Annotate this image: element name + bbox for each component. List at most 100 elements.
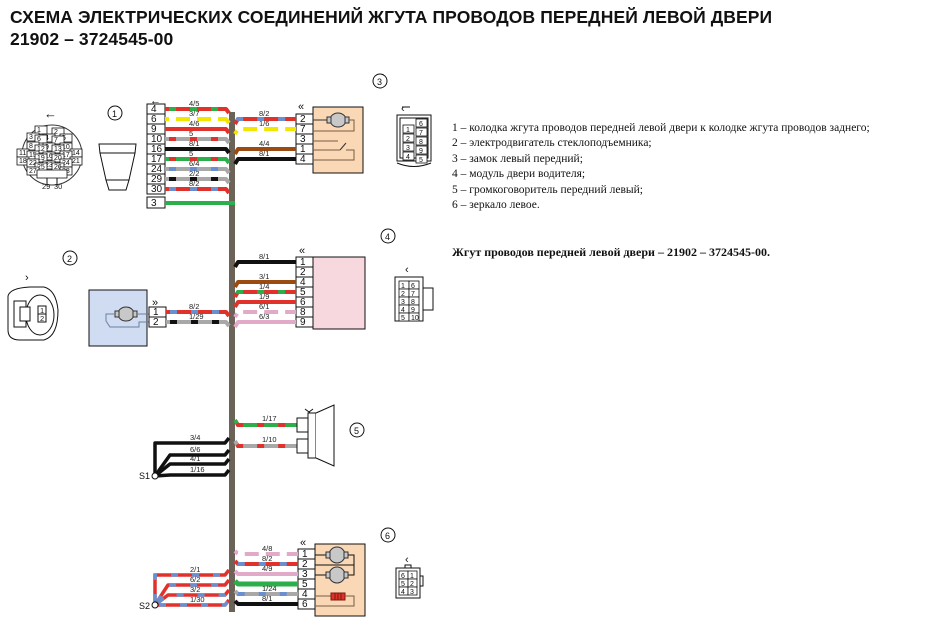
pin-number: 8 (300, 307, 306, 318)
splice-s2-label: S2 (139, 601, 150, 611)
wire (233, 439, 297, 448)
pin-number: 6 (151, 114, 157, 125)
wire-label: 1/6 (259, 119, 269, 128)
wire-label: 4/1 (190, 454, 200, 463)
connector-pin-number: 26 (54, 164, 62, 171)
connector-pin-cell (402, 142, 415, 152)
connector-pin-number: 2 (410, 581, 414, 588)
wire (233, 569, 298, 576)
direction-arrow-icon: ‹ (401, 103, 405, 115)
splice-s1-label: S1 (139, 471, 150, 481)
component-1: ← 12345678910111213141516171819202122232… (16, 95, 235, 209)
component-2: 2 › 1 2 » 12 8/21/29 (7, 250, 231, 347)
pin-number: 24 (151, 164, 163, 175)
wire-stripe (233, 127, 296, 136)
connector-pin-number: 10 (62, 144, 70, 151)
wire (153, 448, 231, 478)
wire-label: 8/2 (262, 554, 272, 563)
wire (165, 177, 231, 185)
component-5: 1/171/10 5 (233, 404, 365, 467)
connector-pin-number: 21 (72, 158, 80, 165)
callout-6-number: 6 (385, 531, 390, 541)
legend-item: 2 – электродвигатель стеклоподъемника; (452, 137, 652, 150)
connector-pin-number: 3 (410, 589, 414, 596)
connector-pin-number: 5 (401, 581, 405, 588)
wire-label: 4/4 (259, 139, 269, 148)
callout-1-number: 1 (112, 109, 117, 119)
wire (165, 107, 231, 115)
connector-pin-cell (51, 135, 65, 145)
wire-base (154, 468, 231, 478)
wire (165, 127, 231, 135)
wire-stripe (155, 598, 231, 607)
wire-base (165, 127, 231, 135)
wire-base (233, 579, 298, 587)
wire (165, 167, 231, 175)
component-legend: 1 – колодка жгута проводов передней лево… (452, 121, 870, 213)
wire-label: 8/2 (189, 302, 199, 311)
connector-pin-number: 22 (29, 160, 37, 167)
wire (165, 117, 231, 125)
wire-label: 4/9 (262, 564, 272, 573)
wire (165, 157, 231, 165)
connector-pin-cell (415, 118, 428, 128)
wire-label: 1/17 (262, 414, 277, 423)
pin-number: 30 (151, 184, 163, 195)
wire (233, 117, 296, 126)
round-connector-1: ← 12345678910111213141516171819202122232… (16, 106, 83, 191)
wire-base (153, 436, 231, 476)
double-arrow-icon: » (152, 297, 158, 309)
wire (233, 157, 296, 166)
connector-pin-number: 3 (401, 299, 405, 306)
wire-label: 1/29 (189, 312, 204, 321)
pin-number: 2 (300, 267, 306, 278)
pin-number: 1 (300, 144, 306, 155)
pin-label-30: 30 (54, 182, 62, 191)
connector-pin-number: 6 (401, 573, 405, 580)
round-connector-pins: 1234567891011121314151617181920212223242… (16, 125, 83, 179)
pin-number: 10 (151, 134, 163, 145)
connector-pin-cell (415, 127, 428, 137)
direction-arrow-icon: ← (44, 106, 57, 121)
wire-label: 1/30 (190, 595, 205, 604)
connector-pin-number: 9 (419, 148, 423, 155)
title-line-2: 21902 – 3724545-00 (10, 29, 174, 49)
connector-pin-number: 15 (29, 152, 37, 159)
wire (233, 300, 296, 309)
wire-base (233, 157, 296, 166)
wire-stripe (233, 439, 297, 448)
diagram-title: СХЕМА ЭЛЕКТРИЧЕСКИХ СОЕДИНЕНИЙ ЖГУТА ПРО… (10, 6, 772, 50)
pin-number: 17 (151, 154, 163, 165)
wire-base (153, 568, 231, 605)
connector-pin-number: 6 (419, 121, 423, 128)
wire-stripe (233, 290, 296, 299)
wire-base (153, 457, 231, 478)
callout-6 (380, 527, 396, 543)
wire (153, 436, 231, 476)
callout-3-number: 3 (377, 77, 382, 87)
connector-pin-number: 16 (45, 153, 53, 160)
wire-base (165, 147, 231, 155)
wire (153, 568, 231, 605)
wire-label: 6/6 (190, 445, 200, 454)
connector-pin-number: 8 (419, 139, 423, 146)
connector-latch (36, 169, 68, 179)
connector-pin-cell (51, 153, 65, 163)
callout-2 (62, 250, 78, 266)
connector-1-wires: 4/53/74/658/156/42/28/2 (165, 99, 235, 205)
connector-4-wires: 8/13/11/41/96/16/3 (233, 252, 296, 329)
wire (165, 147, 231, 155)
connector-pin-number: 24 (62, 160, 70, 167)
connector-pin-number: 1 (406, 127, 410, 134)
splice-s2: 2/16/23/21/30 S2 (139, 565, 231, 611)
legend-item: 1 – колодка жгута проводов передней лево… (452, 122, 870, 134)
connector-pin-cell (407, 586, 418, 596)
wire-base (166, 320, 231, 328)
pin-number: 6 (302, 599, 308, 610)
wire-stripe (233, 310, 296, 319)
connector-pin-number: 19 (37, 155, 45, 162)
